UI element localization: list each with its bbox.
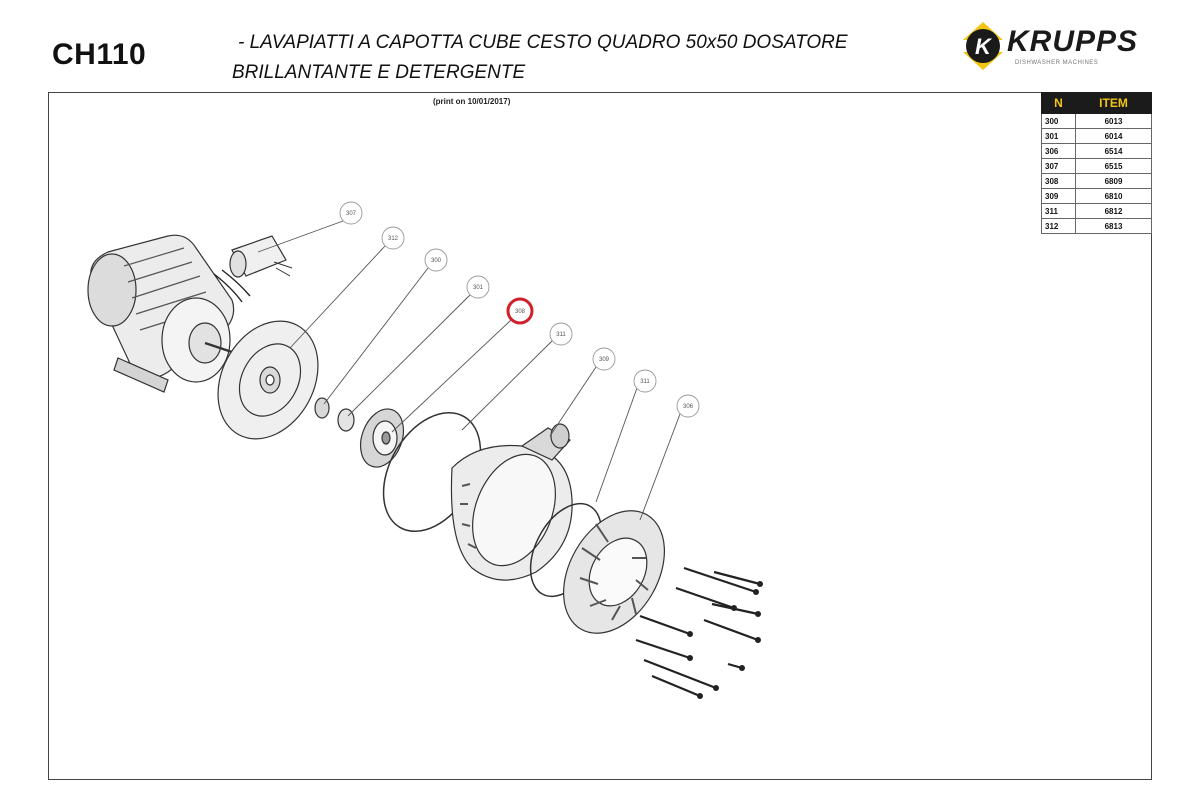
callout-311: [549, 322, 573, 346]
callout-label: 300: [431, 258, 442, 264]
callout-309: [592, 347, 616, 371]
print-date-note: (print on 10/01/2017): [433, 97, 511, 106]
k-emblem-icon: K: [963, 22, 1003, 70]
pump-cover-part: [562, 510, 666, 634]
diagram-frame: [48, 92, 1152, 780]
callout-label: 309: [599, 357, 610, 363]
parts-table-header: N ITEM: [1041, 92, 1152, 114]
capacitor-part: [229, 235, 293, 278]
callout-label: 307: [346, 211, 357, 217]
page-title: LAVAPIATTI A CAPOTTA CUBE CESTO QUADRO 5…: [232, 28, 932, 88]
brand-logo: K KRUPPS DISHWASHER MACHINES: [955, 18, 1155, 74]
motor-part: [87, 234, 251, 393]
seal-ring-300: [314, 397, 330, 419]
logo-tagline: DISHWASHER MACHINES: [1015, 60, 1099, 66]
callout-307: [339, 201, 363, 225]
bolt-set-part: [635, 566, 761, 698]
cell-item: 6813: [1075, 218, 1152, 234]
title-line-1: LAVAPIATTI A CAPOTTA CUBE CESTO QUADRO 5…: [232, 28, 932, 58]
callout-label: 311: [640, 379, 650, 385]
impeller-part: [359, 408, 405, 468]
callout-label: 301: [473, 285, 484, 291]
svg-text:K: K: [975, 34, 993, 59]
logo-wordmark: KRUPPS: [1007, 25, 1139, 58]
callout-311b: [633, 369, 657, 393]
callout-label: 312: [388, 236, 399, 242]
callout-312: [381, 226, 405, 250]
model-code: CH110: [52, 38, 147, 71]
callout-300: [424, 248, 448, 272]
pump-body-part: [450, 423, 573, 581]
flange-part: [217, 320, 319, 440]
callout-308-highlighted: [506, 297, 534, 325]
callout-label: 311: [556, 332, 566, 338]
callout-306: [676, 394, 700, 418]
column-header-item: ITEM: [1075, 92, 1152, 114]
callout-301: [466, 275, 490, 299]
title-line-2: BRILLANTANTE E DETERGENTE: [232, 62, 526, 83]
callout-label: 308: [515, 309, 526, 315]
callout-label: 306: [683, 404, 694, 410]
